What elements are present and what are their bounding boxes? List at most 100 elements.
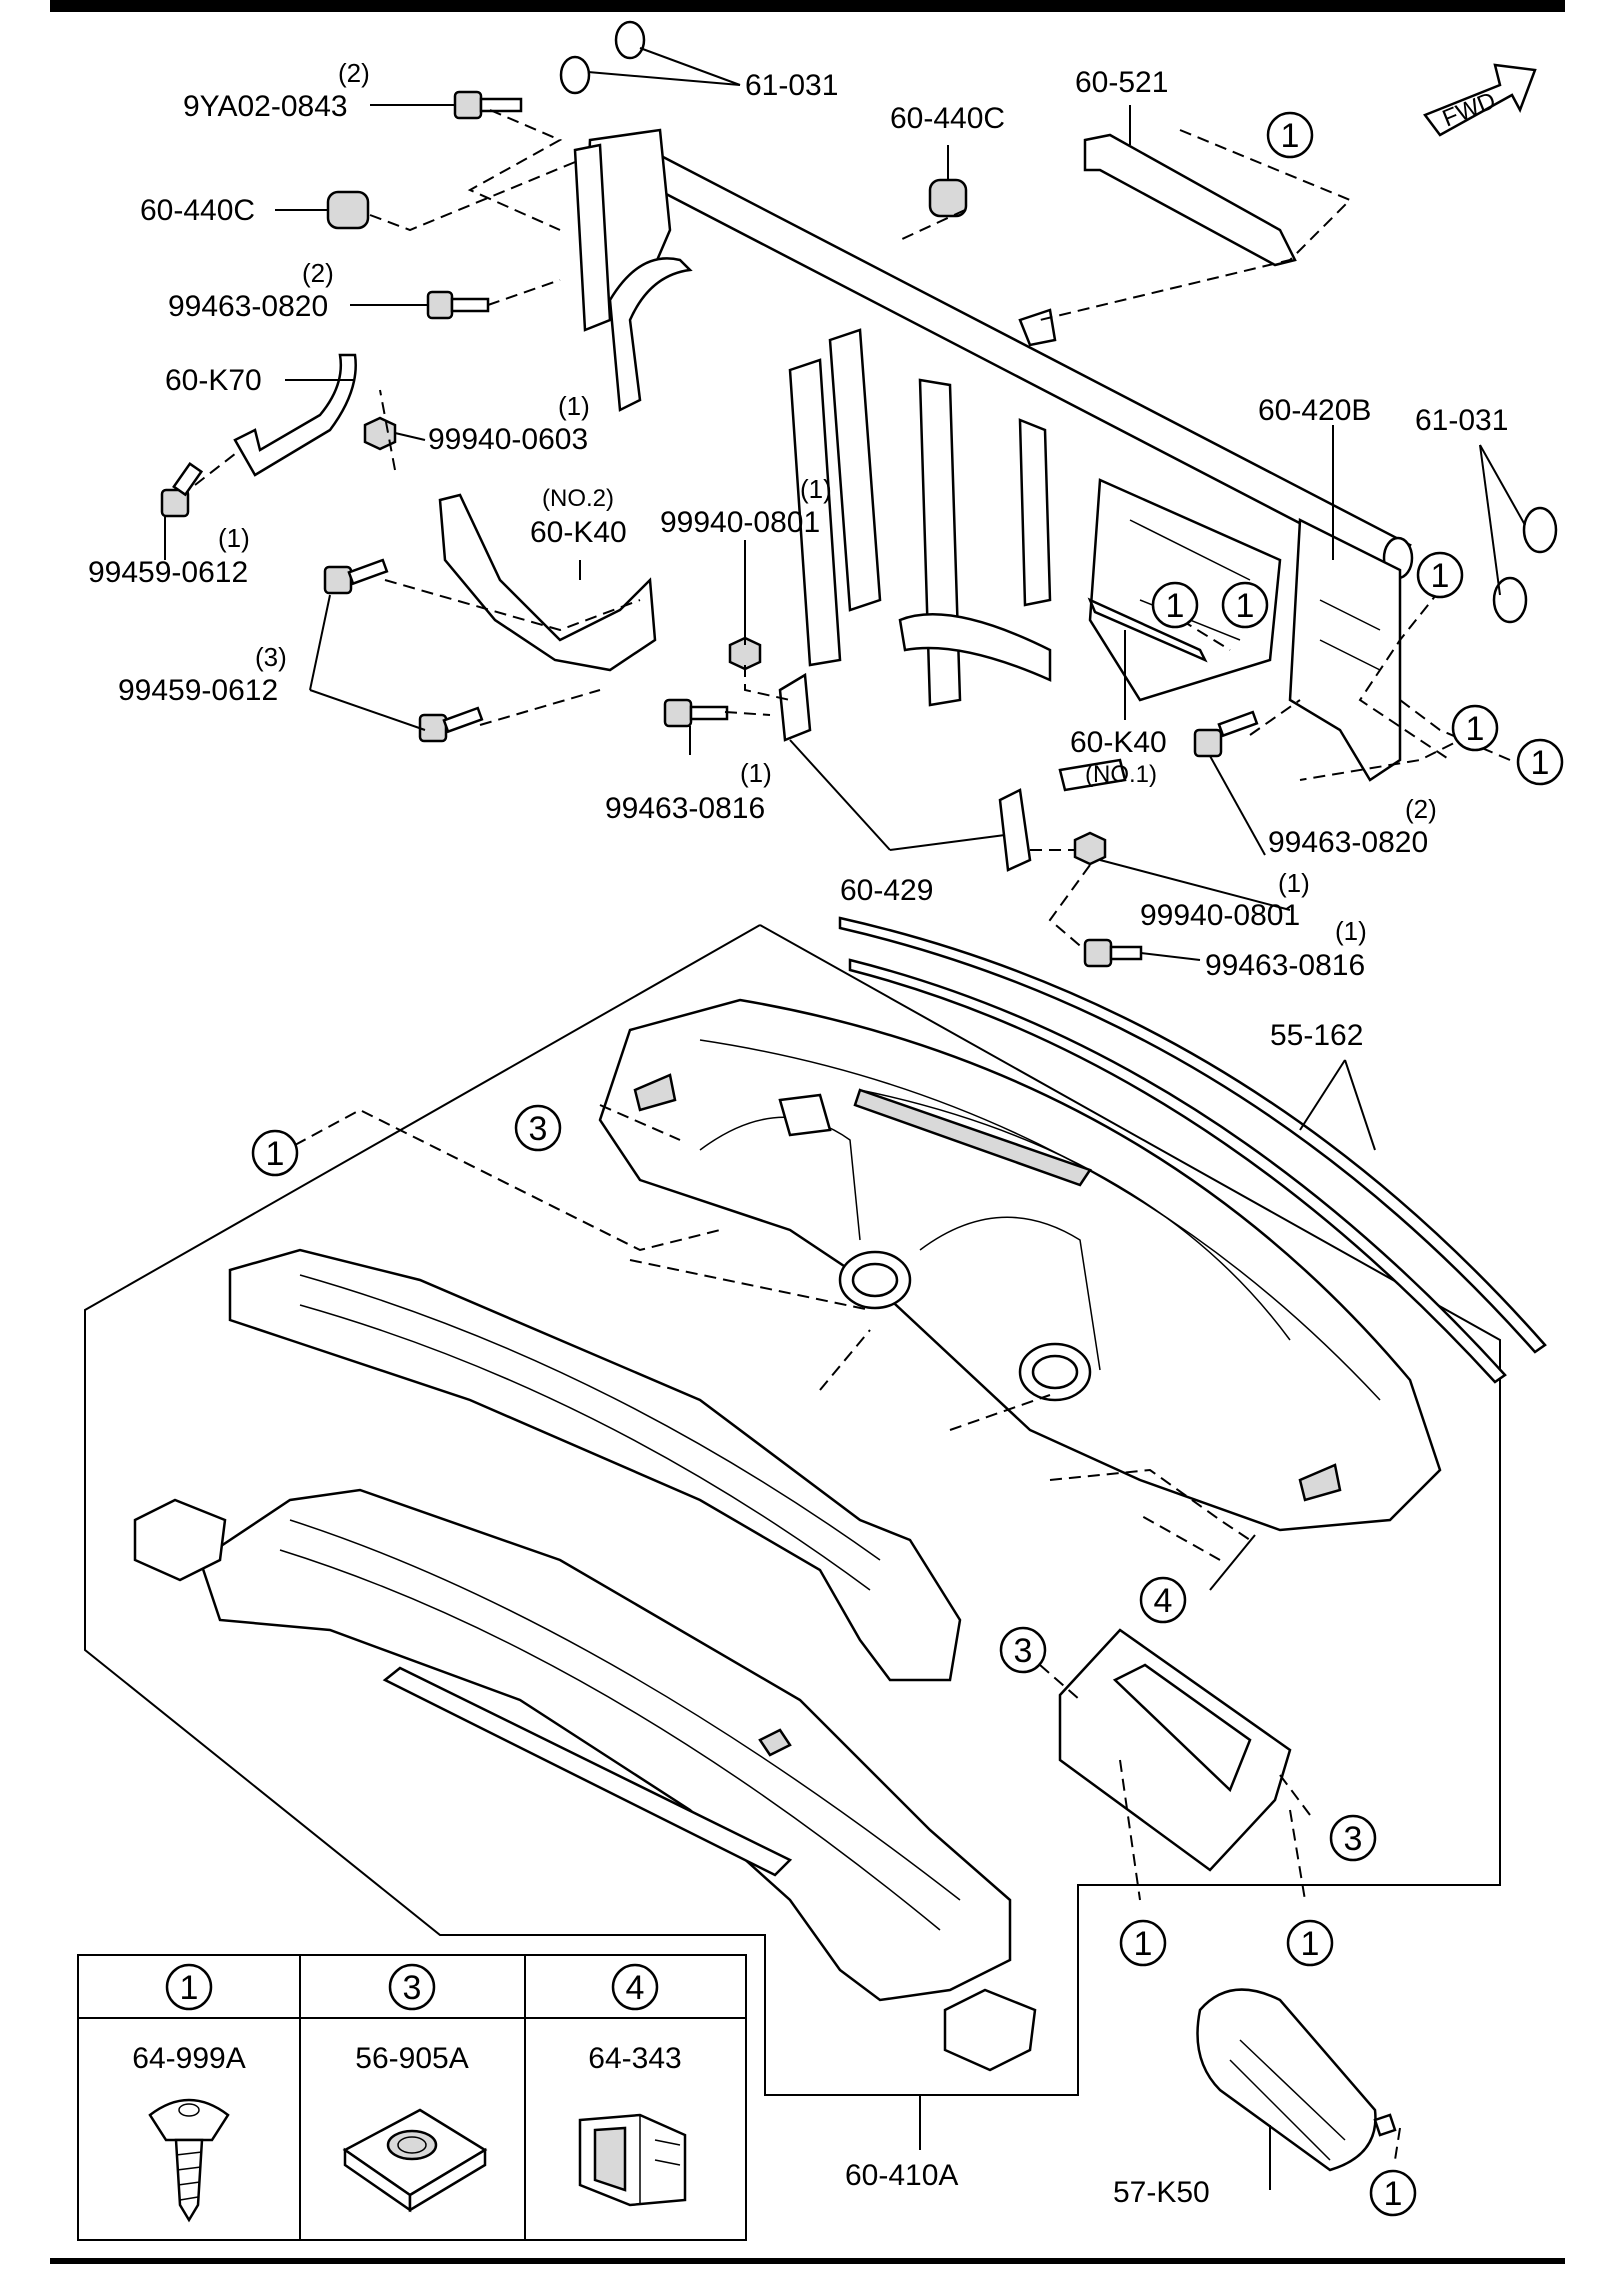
marker-circles: 1 1 1 1 1 1 1 3 4 3 3 1 1 1: [251, 111, 1564, 2217]
marker-3-a: 3: [514, 1104, 562, 1152]
bolt-99463-0820-left: [426, 290, 490, 320]
marker-1-c: 1: [1151, 581, 1199, 629]
marker-1-f: 1: [1516, 738, 1564, 786]
duct-box-right: [943, 1988, 1037, 2072]
label-99940-0801-left: 99940-0801: [660, 506, 820, 539]
svg-text:1: 1: [1166, 587, 1185, 625]
label-55-162: 55-162: [1270, 1019, 1363, 1052]
label-60-440C-left: 60-440C: [140, 194, 255, 227]
marker-1-d: 1: [1221, 581, 1269, 629]
bolt-99459-0612-a: [160, 461, 204, 518]
legend-col-4: 4 64-343: [578, 1963, 687, 2207]
svg-text:1: 1: [1466, 710, 1485, 748]
qty-99463-0820-left: (2): [302, 258, 334, 288]
airbag-module: [1196, 1988, 1397, 2172]
clip-icon: [578, 2113, 687, 2207]
legend-col-3: 3 56-905A: [342, 1963, 488, 2213]
qty-99463-0816-right: (1): [1335, 916, 1367, 946]
seal-strip: [382, 1666, 793, 1877]
fwd-arrow: FWD: [1423, 63, 1537, 137]
label-99463-0820-right: 99463-0820: [1268, 826, 1428, 859]
screw-icon: [148, 2098, 230, 2223]
label-9YA02-0843: 9YA02-0843: [183, 90, 348, 123]
dashed-lines-lower: [294, 1104, 1401, 2161]
label-60-440C-top: 60-440C: [890, 102, 1005, 135]
duct-box-left: [133, 1498, 227, 1582]
qty-9YA02-0843: (2): [338, 58, 370, 88]
glovebox-bracket: [1058, 1628, 1292, 1872]
bracket-60-K40-no1-shape: [1087, 597, 1208, 663]
label-60-K40-no1: 60-K40: [1070, 726, 1167, 759]
qty-99459-0612-a: (1): [218, 523, 250, 553]
fwd-label: FWD: [1439, 87, 1500, 133]
bolt-99463-0816-left: [663, 698, 729, 728]
qty-99463-0816-left: (1): [740, 758, 772, 788]
note-60-K40-no2: (NO.2): [542, 485, 614, 512]
bolt-9YA02-0843: [453, 90, 523, 120]
svg-text:3: 3: [1344, 1820, 1363, 1858]
qty-99459-0612-b: (3): [255, 642, 287, 672]
svg-text:1: 1: [1281, 117, 1300, 155]
svg-text:1: 1: [1301, 1925, 1320, 1963]
legend-marker-4: 4: [626, 1969, 645, 2007]
dashboard-upper-panel: [598, 998, 1442, 1532]
marker-3-c: 3: [1329, 1814, 1377, 1862]
svg-text:1: 1: [1236, 587, 1255, 625]
dashed-lines-upper: [194, 109, 1511, 951]
dashboard-middle-frame: [228, 1248, 962, 1682]
bolt-99459-0612-b-lower: [418, 706, 484, 743]
svg-text:1: 1: [266, 1135, 285, 1173]
bracket-60-521-shape: [1083, 133, 1297, 267]
svg-text:1: 1: [1431, 557, 1450, 595]
plug-61-031-top: [559, 20, 646, 95]
legend-table: 1 64-999A 3 56-905A 4 64-: [77, 1954, 747, 2241]
strip-55-162-upper: [838, 916, 1547, 1354]
marker-1-a: 1: [1266, 111, 1314, 159]
label-99463-0816-right: 99463-0816: [1205, 949, 1365, 982]
part-labels: (2) 9YA02-0843 61-031 60-440C 60-521 60-…: [88, 58, 1508, 2209]
leader-lines-lower: [919, 1059, 1376, 2190]
label-60-410A: 60-410A: [845, 2159, 958, 2192]
marker-3-b: 3: [999, 1626, 1047, 1674]
legend-marker-3: 3: [403, 1969, 422, 2007]
marker-1-g: 1: [251, 1129, 299, 1177]
label-57-K50: 57-K50: [1113, 2176, 1210, 2209]
bottom-border-bar: [50, 2258, 1565, 2264]
svg-text:3: 3: [529, 1110, 548, 1148]
top-border-bar: [50, 0, 1565, 12]
strip-55-162-lower: [848, 958, 1507, 1384]
nut-99940-0801-right: [1073, 831, 1107, 866]
label-99940-0801-right: 99940-0801: [1140, 899, 1300, 932]
label-99940-0603: 99940-0603: [428, 423, 588, 456]
label-99463-0816-left: 99463-0816: [605, 792, 765, 825]
label-99459-0612-a: 99459-0612: [88, 556, 248, 589]
svg-text:3: 3: [1014, 1632, 1033, 1670]
label-61-031-right: 61-031: [1415, 404, 1508, 437]
marker-1-i: 1: [1286, 1919, 1334, 1967]
label-60-521: 60-521: [1075, 66, 1168, 99]
label-60-K70: 60-K70: [165, 364, 262, 397]
dashboard-lower-frame: [198, 1488, 1012, 2002]
svg-text:1: 1: [1384, 2175, 1403, 2213]
note-60-K40-no1: (NO.1): [1085, 761, 1157, 788]
label-60-K40-no2: 60-K40: [530, 516, 627, 549]
qty-99940-0801-right: (1): [1278, 868, 1310, 898]
bolt-99463-0820-right: [1193, 710, 1259, 758]
qty-99940-0603: (1): [558, 391, 590, 421]
legend-part-4: 64-343: [588, 2042, 681, 2075]
legend-marker-1: 1: [180, 1969, 199, 2007]
marker-1-e: 1: [1451, 704, 1499, 752]
legend-part-1: 64-999A: [132, 2042, 245, 2075]
qty-99463-0820-right: (2): [1405, 794, 1437, 824]
label-61-031-top: 61-031: [745, 69, 838, 102]
bracket-60-K70-shape: [233, 353, 357, 477]
bolt-99459-0612-b-upper: [323, 558, 389, 595]
qty-99940-0801-left: (1): [800, 474, 832, 504]
plug-61-031-right: [1492, 506, 1558, 624]
svg-text:1: 1: [1134, 1925, 1153, 1963]
legend-part-3: 56-905A: [355, 2042, 468, 2075]
svg-text:4: 4: [1154, 1582, 1173, 1620]
label-60-429: 60-429: [840, 874, 933, 907]
leader-lines-upper: [164, 47, 1526, 961]
